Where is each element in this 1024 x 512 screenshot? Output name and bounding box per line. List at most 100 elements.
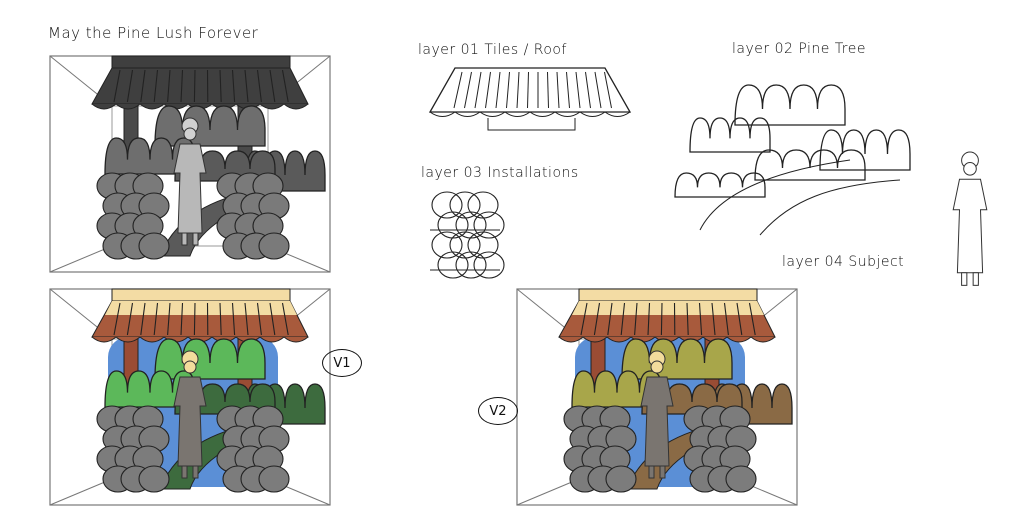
roof-tile-line (219, 69, 222, 103)
roof-tile-line (575, 71, 581, 109)
roof-highlight (572, 301, 764, 315)
subject-leg (972, 272, 979, 286)
installation-stone (605, 465, 637, 493)
pine-canopy-outline (674, 172, 766, 198)
roof-tile-line (193, 69, 196, 103)
roof-tile-line (474, 71, 482, 109)
pine-canopy-outline (819, 129, 911, 171)
roof-ridge (578, 288, 758, 302)
roof-tile-line (167, 69, 171, 103)
installation-stone (725, 465, 757, 493)
roof-tile-line (256, 302, 262, 336)
roof-scallop (259, 103, 285, 110)
layer-04-subject-sketch (952, 151, 988, 286)
subject-robe (640, 376, 674, 467)
roof-tile-line (180, 302, 184, 336)
layer-03-label: layer 03 Installations (421, 165, 579, 181)
roof-tile-line (256, 69, 262, 103)
roof-tile-line (594, 71, 602, 109)
roof-tile-line (464, 71, 472, 109)
subject-leg (192, 232, 199, 246)
pine-canopy-outline (734, 84, 846, 126)
roof-tile-line (566, 71, 570, 109)
pine-canopy (621, 338, 733, 380)
version-2-mark: V2 (478, 397, 518, 425)
layer-03-installation-sketch (430, 191, 505, 279)
layer-04-label: layer 04 Subject (782, 254, 905, 270)
pine-canopy (154, 105, 266, 147)
panel-version-1 (49, 288, 331, 506)
roof-scallop (115, 103, 141, 110)
roof-tile-line (153, 69, 159, 103)
roof-tile-line (506, 71, 510, 109)
roof-scallop (606, 336, 632, 343)
perspective-line (516, 478, 580, 506)
layer-02-pine-sketch (674, 84, 911, 236)
roof-scallop (91, 336, 117, 343)
subject-head (963, 162, 977, 176)
installation-stone (138, 232, 170, 260)
roof-tile-line (140, 69, 146, 103)
roof-scallop (604, 111, 631, 117)
perspective-line (49, 245, 113, 273)
roof-tile-line (485, 71, 491, 109)
pine-canopy (104, 137, 196, 175)
installation-stone (449, 191, 481, 219)
roof-scallop (558, 336, 584, 343)
pine-canopy (104, 370, 196, 408)
subject-head (183, 127, 197, 141)
installation-stone (258, 232, 290, 260)
roof-beam (487, 118, 576, 131)
installation-stone (437, 211, 469, 239)
roof-tile-line (593, 302, 601, 336)
roof-tile-line (604, 71, 612, 109)
roof-tile-line (453, 71, 463, 109)
roof-tile-line (585, 71, 591, 109)
roof-tile-line (113, 69, 121, 103)
roof-scallop (283, 336, 309, 343)
panel-version-2 (516, 288, 798, 506)
roof-scallop (504, 111, 531, 117)
subject-leg (659, 465, 666, 479)
installation-stone (431, 231, 463, 259)
roof-tile-line (126, 302, 134, 336)
installation-stone (437, 251, 469, 279)
roof-tile-line (698, 302, 703, 336)
roof-tile-line (113, 302, 121, 336)
roof-ridge (111, 288, 291, 302)
roof-scallop (579, 111, 606, 117)
subject-leg (192, 465, 199, 479)
pine-canopy-outline (689, 117, 771, 153)
subject-head (183, 360, 197, 374)
perspective-line (49, 478, 113, 506)
roof-scallop (259, 336, 285, 343)
sheet-title: May the Pine Lush Forever (48, 24, 259, 42)
pine-branch (699, 159, 901, 236)
installation-stone (431, 191, 463, 219)
installation-stone (467, 191, 499, 219)
installation-stone (449, 231, 481, 259)
installation-ring (430, 229, 500, 271)
roof-tile-line (647, 302, 651, 336)
roof-tile-line (180, 69, 184, 103)
roof-tile-line (547, 71, 549, 109)
roof-tile-line (711, 302, 716, 336)
roof-tile-line (736, 302, 743, 336)
roof-tile-line (153, 302, 159, 336)
roof-tile-line (748, 302, 756, 336)
roof-tile-line (231, 302, 236, 336)
roof-outline (428, 67, 632, 113)
roof-scallop (582, 336, 608, 343)
subject-head (650, 360, 664, 374)
subject-robe (173, 143, 207, 234)
version-1-mark: V1 (322, 349, 362, 377)
pine-canopy (154, 338, 266, 380)
roof-tile-line (219, 302, 222, 336)
layer-02-label: layer 02 Pine Tree (732, 41, 866, 57)
roof-tile-line (516, 71, 520, 109)
pine-canopy (571, 370, 663, 408)
roof-tile-line (244, 302, 249, 336)
roof-scallop (479, 111, 506, 117)
installation-stone (467, 231, 499, 259)
installation-stone (455, 251, 487, 279)
